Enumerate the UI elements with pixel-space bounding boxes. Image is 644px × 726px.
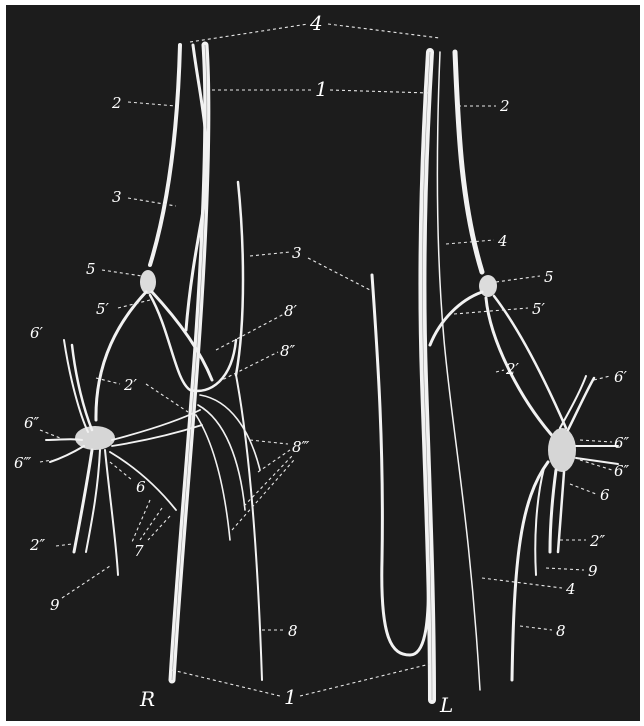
label-9-right: 9 xyxy=(588,562,598,580)
label-3-mid: 3 xyxy=(292,244,302,262)
label-2-left: 2 xyxy=(111,94,122,112)
label-9-left: 9 xyxy=(50,596,60,614)
label-8ppp: 8‴ xyxy=(292,438,310,456)
label-6-left: 6 xyxy=(136,478,146,496)
label-6p-left: 6′ xyxy=(30,324,44,342)
label-6pp-right-b: 6″ xyxy=(614,462,630,480)
label-6pp-right-a: 6″ xyxy=(614,434,630,452)
label-2p-right: 2′ xyxy=(505,360,520,378)
label-1-bottom: 1 xyxy=(284,685,297,709)
label-4-top: 4 xyxy=(309,11,323,35)
label-4-right-low: 4 xyxy=(565,580,576,598)
label-6-right: 6 xyxy=(600,486,610,504)
label-2-right: 2 xyxy=(499,97,510,115)
label-6ppp-left: 6‴ xyxy=(14,454,32,472)
label-side-L: L xyxy=(439,693,453,717)
label-8p: 8′ xyxy=(284,302,298,320)
label-5-left: 5 xyxy=(86,260,96,278)
label-4-right: 4 xyxy=(497,232,508,250)
label-5p-left: 5′ xyxy=(96,300,110,318)
label-7: 7 xyxy=(134,542,144,560)
label-2pp-left: 2″ xyxy=(29,536,46,554)
label-2p-left: 2′ xyxy=(123,376,138,394)
label-8pp: 8″ xyxy=(280,342,296,360)
label-side-R: R xyxy=(139,687,155,711)
label-2pp-right: 2″ xyxy=(589,532,606,550)
branch-6pp-right xyxy=(46,439,82,440)
ganglion-6-left xyxy=(548,428,576,472)
label-8-bottom-left: 8 xyxy=(288,622,298,640)
plate-dark-field xyxy=(6,5,640,721)
ganglion-5-right xyxy=(140,270,156,294)
label-5-right: 5 xyxy=(544,268,554,286)
label-3-left: 3 xyxy=(112,188,122,206)
label-6p-right: 6′ xyxy=(614,368,628,386)
label-6pp-left: 6″ xyxy=(24,414,40,432)
label-5p-right: 5′ xyxy=(532,300,546,318)
label-1-top: 1 xyxy=(315,77,328,101)
ganglion-6-right xyxy=(75,426,115,450)
label-8-right: 8 xyxy=(556,622,566,640)
